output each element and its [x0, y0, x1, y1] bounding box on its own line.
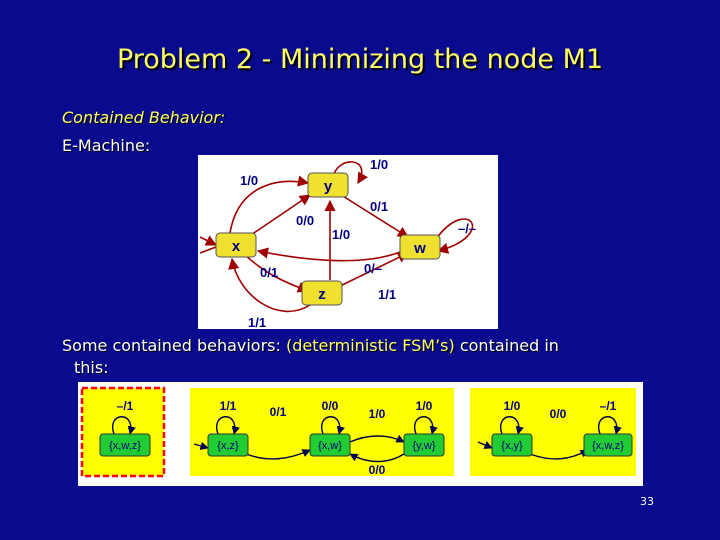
fsm2-edge-3	[349, 453, 405, 463]
state-w: w	[399, 234, 441, 260]
contained-behaviors-text: Some contained behaviors: (deterministic…	[62, 336, 559, 355]
fsm3-loop-label-2: –/1	[600, 399, 617, 413]
contained-behavior-label: Contained Behavior:	[62, 108, 226, 127]
fsm2-loop-3	[413, 416, 438, 435]
label-z-y: 1/0	[332, 227, 350, 242]
fsm2-edge-label-2: 1/0	[369, 407, 386, 421]
page-number: 33	[640, 495, 654, 508]
fsm2-state-1: {x,z}	[207, 433, 249, 457]
edge-w-loop	[435, 218, 474, 254]
fsm-examples-graph: {x,w,z} {x,z} {x,w} {y,w} {x,y} {x,w,z}	[80, 386, 636, 478]
edge-x-y	[247, 194, 311, 238]
fsm1-state: {x,w,z}	[99, 433, 151, 457]
fsm2-edge-2	[349, 434, 405, 443]
edge-y-loop	[332, 161, 368, 184]
behaviors-text-end: contained in	[454, 336, 559, 355]
fsm2-loop-2	[320, 416, 345, 435]
label-y-loop: 1/0	[370, 157, 388, 172]
svg-text:{y,w}: {y,w}	[412, 440, 435, 452]
svg-text:{x,w,z}: {x,w,z}	[592, 440, 624, 452]
fsm2-state-2: {x,w}	[309, 433, 351, 457]
behaviors-text-start: Some contained behaviors:	[62, 336, 286, 355]
initial-arrow-tail	[199, 246, 217, 254]
edge-x-y-top	[229, 175, 310, 234]
svg-text:{x,y}: {x,y}	[501, 440, 523, 452]
svg-text:x: x	[232, 238, 241, 255]
behaviors-text-highlight: (deterministic FSM’s)	[285, 336, 455, 355]
initial-arrow	[199, 235, 218, 246]
fsm2-edge-1	[245, 449, 311, 460]
fsm3-initial-arrow	[477, 441, 493, 449]
fsm2-edge-label-1: 0/1	[270, 405, 287, 419]
label-w-x: 0/–	[364, 261, 382, 276]
fsm2-loop-label-3: 1/0	[416, 399, 433, 413]
label-z-w: 1/1	[378, 287, 396, 302]
fsm-examples: {x,w,z} {x,z} {x,w} {y,w} {x,y} {x,w,z}	[78, 382, 643, 486]
edge-y-w	[337, 192, 409, 238]
fsm3-loop-2	[597, 416, 622, 435]
fsm2-initial-arrow	[193, 441, 209, 450]
label-y-w: 0/1	[370, 199, 388, 214]
fsm1-loop	[111, 416, 136, 435]
svg-text:{x,w,z}: {x,w,z}	[109, 440, 141, 452]
svg-text:{x,w}: {x,w}	[318, 440, 342, 452]
edge-z-x	[228, 257, 311, 313]
emachine-diagram: y x w z 1/0 1/0 0/1 0/0 1/0 –/– 0/1 0/– …	[198, 155, 498, 329]
svg-text:{x,z}: {x,z}	[217, 440, 239, 452]
fsm2-loop-label-1: 1/1	[220, 399, 237, 413]
slide-title: Problem 2 - Minimizing the node M1	[116, 44, 604, 75]
edge-w-x	[256, 247, 404, 262]
fsm3-state-2: {x,w,z}	[583, 433, 633, 457]
fsm3-loop-1	[499, 416, 524, 435]
fsm2-loop-label-2: 0/0	[322, 399, 339, 413]
fsm3-loop-label-1: 1/0	[504, 399, 521, 413]
emachine-label: E-Machine:	[62, 136, 151, 155]
label-w-loop: –/–	[458, 221, 476, 236]
state-y: y	[307, 172, 349, 198]
this-label: this:	[74, 358, 109, 377]
fsm3-edge-label-1: 0/0	[550, 407, 567, 421]
fsm3-edge-1	[529, 449, 589, 460]
label-x-y-top: 1/0	[240, 173, 258, 188]
fsm1-loop-label: –/1	[117, 399, 134, 413]
label-x-y: 0/0	[296, 213, 314, 228]
emachine-graph: y x w z 1/0 1/0 0/1 0/0 1/0 –/– 0/1 0/– …	[199, 157, 476, 329]
state-z: z	[301, 280, 343, 306]
fsm-panel-3	[470, 388, 636, 476]
edge-z-w	[337, 252, 410, 288]
label-x-z: 0/1	[260, 265, 278, 280]
fsm2-edge-label-3: 0/0	[369, 463, 386, 477]
fsm2-loop-1	[215, 416, 240, 435]
svg-text:y: y	[324, 178, 333, 195]
svg-text:z: z	[318, 286, 326, 303]
svg-text:w: w	[413, 240, 426, 257]
fsm2-state-3: {y,w}	[403, 433, 445, 457]
fsm3-state-1: {x,y}	[491, 433, 533, 457]
label-z-x: 1/1	[248, 315, 266, 329]
fsm-panel-1	[82, 388, 164, 476]
state-x: x	[215, 232, 257, 258]
highlight-box	[80, 386, 166, 478]
